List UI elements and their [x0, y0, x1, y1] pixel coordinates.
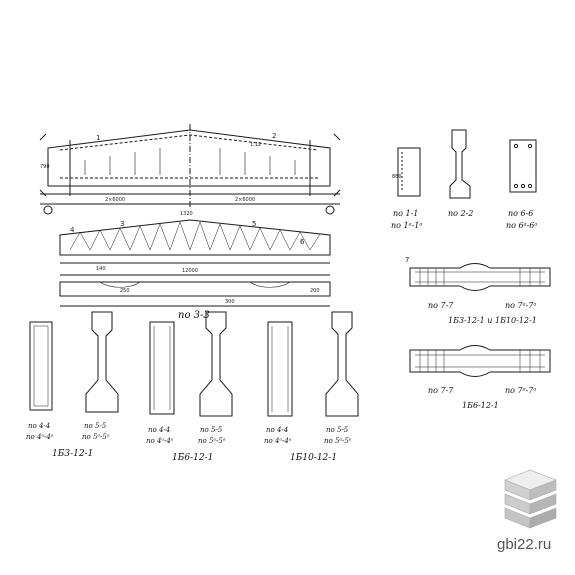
bottom-label-5-5a-a: по 5ᵃ-5ᵃ [82, 433, 110, 441]
view-title-7-7a-bottom: по 7ᵃ-7ᵃ [505, 386, 536, 395]
dim-slope: 1:12 [250, 142, 261, 148]
view-title-7-7-top: по 7-7 [428, 301, 454, 310]
section-6-6-drawing [509, 139, 537, 193]
view-title-section-1-1: по 1-1 [393, 209, 418, 218]
beam-long-section [59, 219, 331, 307]
bottom-label-5-5a-b: по 5ᵃ-5ᵃ [198, 437, 226, 445]
dim-880: 880 [392, 174, 402, 180]
dim-250: 250 [120, 288, 130, 294]
view-title-section-1-1a: по 1ᵃ-1ᵃ [391, 221, 422, 230]
view-title-section-3-3: по 3-3 [178, 310, 210, 321]
bottom-label-4-4a-c: по 4ᵃ-4ᵃ [264, 437, 292, 445]
view-title-section-6-6a: по 6ᵃ-6ᵃ [506, 221, 537, 230]
bottom-label-4-4-b: по 4-4 [148, 426, 170, 434]
bottom-caption-1b3: 1Б3-12-1 [52, 449, 93, 459]
callout-2: 2 [272, 132, 276, 140]
rebar-plan-bottom [409, 345, 551, 377]
group-caption-bottom-right: 1Б6-12-1 [462, 401, 499, 410]
callout-4: 4 [70, 226, 75, 234]
dim-140: 140 [96, 266, 106, 272]
dim-half-span-b: 2×6000 [235, 197, 255, 203]
bottom-label-4-4a-b: по 4ᵃ-4ᵃ [146, 437, 174, 445]
dim-total-span: 12000 [182, 268, 198, 274]
bottom-label-4-4-a: по 4-4 [28, 422, 50, 430]
stacked-slabs-logo-icon [504, 469, 557, 529]
rebar-plan-top [409, 263, 551, 291]
bottom-label-5-5-a: по 5-5 [84, 422, 107, 430]
callout-5: 5 [252, 220, 256, 228]
bottom-caption-1b10: 1Б10-12-1 [290, 453, 337, 463]
view-title-7-7a-top: по 7ᵃ-7ᵃ [505, 301, 536, 310]
view-title-section-2-2: по 2-2 [448, 209, 473, 218]
section-1-1-drawing [397, 147, 421, 197]
bottom-label-5-5a-c: по 5ᵃ-5ᵃ [324, 437, 352, 445]
dim-1320: 1320 [180, 211, 193, 217]
cross-sections-row [29, 311, 359, 417]
callout-6: 6 [300, 238, 305, 246]
beam-elevation [39, 124, 341, 215]
bottom-label-4-4a-a: по 4ᵃ-4ᵃ [26, 433, 54, 441]
bottom-label-4-4-c: по 4-4 [266, 426, 288, 434]
dim-200: 200 [310, 288, 320, 294]
bottom-label-5-5-b: по 5-5 [200, 426, 223, 434]
dim-half-span-a: 2×6000 [105, 197, 125, 203]
dim-790: 790 [40, 164, 50, 170]
callout-1: 1 [96, 134, 100, 142]
section-2-2-drawing [449, 129, 471, 199]
callout-3: 3 [120, 220, 124, 228]
view-title-section-6-6: по 6-6 [508, 209, 533, 218]
callout-7: 7 [405, 256, 409, 264]
bottom-label-5-5-c: по 5-5 [326, 426, 349, 434]
watermark-text: gbi22.ru [497, 536, 551, 553]
group-caption-top-right: 1Б3-12-1 и 1Б10-12-1 [448, 316, 537, 325]
bottom-caption-1b6: 1Б6-12-1 [172, 453, 213, 463]
view-title-7-7-bottom: по 7-7 [428, 386, 454, 395]
dim-300: 300 [225, 299, 235, 305]
